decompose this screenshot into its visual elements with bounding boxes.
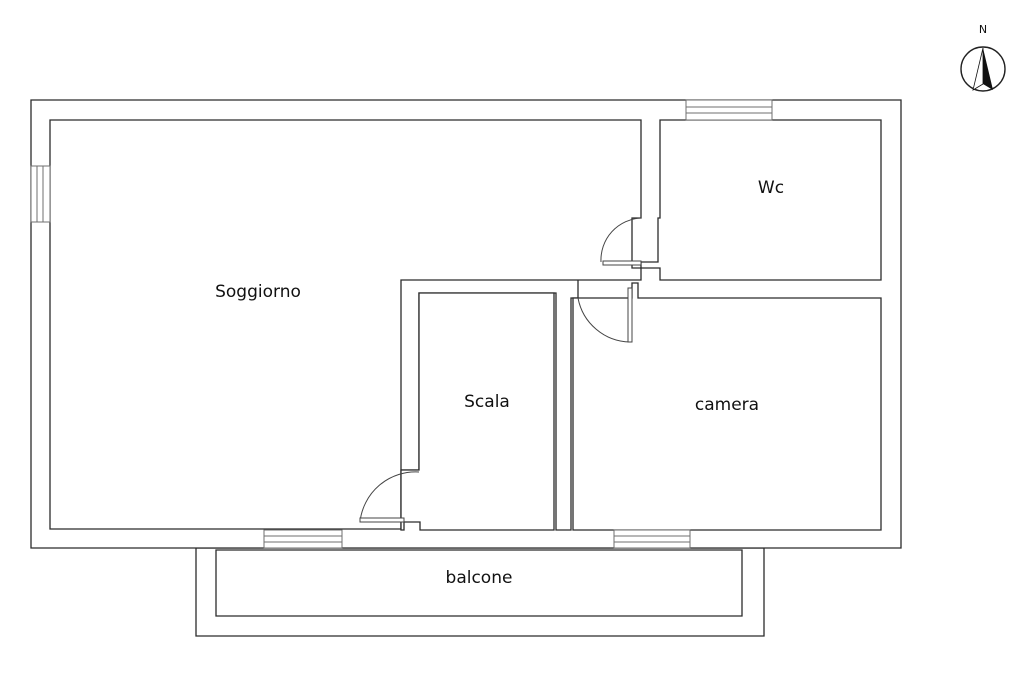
compass-north-letter: N [979,23,987,36]
door-leaf-camera [627,287,633,343]
north-compass: N [960,23,1006,92]
room-label-wc: Wc [758,178,784,198]
door-leaf-scala [359,517,405,523]
room-label-camera: camera [695,395,759,415]
door-leaf-wc [602,260,642,266]
room-label-balcone: balcone [446,568,513,588]
door-swing-scala [359,471,420,523]
soggiorno-floor [49,119,642,531]
balcony-floor [215,549,743,617]
window-soggiorno-south [263,529,343,549]
door-swing-wc [600,217,642,263]
room-wc [640,119,882,281]
room-camera [572,282,882,531]
window-wc-north [685,99,773,121]
room-label-scala: Scala [464,392,510,412]
window-camera-south [613,529,691,549]
room-label-soggiorno: Soggiorno [215,282,301,302]
compass-needle-dark-icon [983,48,993,90]
window-soggiorno-west [30,165,51,223]
door-swing-camera [577,297,631,343]
